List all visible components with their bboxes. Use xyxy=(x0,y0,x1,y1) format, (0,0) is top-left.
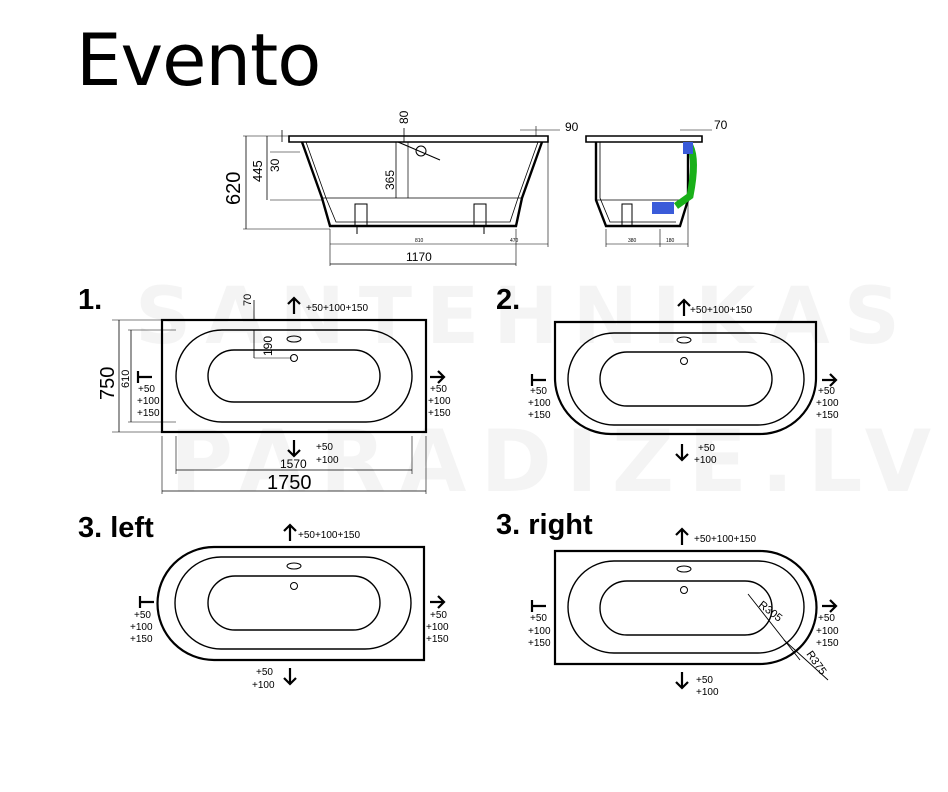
product-title: Evento xyxy=(76,18,321,102)
drain-overflow-pipe xyxy=(673,144,697,209)
v1-right-adj-3: +150 xyxy=(428,408,451,419)
dim-380: 380 xyxy=(628,238,637,244)
v1-dim-70: 70 xyxy=(242,294,254,306)
v1-left-adj-3: +150 xyxy=(137,408,160,419)
v2-right-adj-1: +50 xyxy=(818,386,835,397)
v1-left-adj-2: +100 xyxy=(137,396,160,407)
v2-top-adj: +50+100+150 xyxy=(690,305,752,316)
dim-70-end: 70 xyxy=(714,118,728,132)
v1-bottom-adj-2: +100 xyxy=(316,455,339,466)
v3l-bottom-adj-2: +100 xyxy=(252,680,275,691)
v3l-top-adj: +50+100+150 xyxy=(298,530,360,541)
variant-3-right-label: 3. right xyxy=(496,509,593,541)
v3r-bottom-adj-1: +50 xyxy=(696,675,713,686)
v3r-right-adj-2: +100 xyxy=(816,626,839,637)
v2-bottom-adj-2: +100 xyxy=(694,455,717,466)
v3r-right-adj-1: +50 xyxy=(818,613,835,624)
dim-620: 620 xyxy=(223,172,245,205)
v3l-left-adj-2: +100 xyxy=(130,622,153,633)
v3r-dim-r375: R375 xyxy=(804,649,829,677)
v1-dim-1750: 1750 xyxy=(267,472,312,494)
v3r-bottom-adj-2: +100 xyxy=(696,687,719,698)
v3l-bottom-adj-1: +50 xyxy=(256,667,273,678)
v1-top-adj: +50+100+150 xyxy=(306,303,368,314)
v2-left-adj-3: +150 xyxy=(528,410,551,421)
v3l-left-adj-3: +150 xyxy=(130,634,153,645)
v3r-top-adj: +50+100+150 xyxy=(694,534,756,545)
variant-2-plan: +50+100+150 +50 +100 +150 +50 +100 +150 … xyxy=(528,298,839,466)
v2-bottom-adj-1: +50 xyxy=(698,443,715,454)
dim-80: 80 xyxy=(397,110,411,124)
v3l-right-adj-1: +50 xyxy=(430,610,447,621)
v2-left-adj-2: +100 xyxy=(528,398,551,409)
v2-left-adj-1: +50 xyxy=(530,386,547,397)
dim-30: 30 xyxy=(268,158,282,172)
v3l-right-adj-3: +150 xyxy=(426,634,449,645)
v3l-right-adj-2: +100 xyxy=(426,622,449,633)
dim-1170: 1170 xyxy=(406,250,432,264)
dim-445: 445 xyxy=(250,160,265,182)
v2-right-adj-3: +150 xyxy=(816,410,839,421)
dim-365: 365 xyxy=(383,170,397,190)
variant-1-label: 1. xyxy=(78,284,103,316)
variant-3-left-plan: +50+100+150 +50 +100 +150 +50 +100 +150 … xyxy=(130,523,449,691)
v1-right-adj-2: +100 xyxy=(428,396,451,407)
v1-dim-610: 610 xyxy=(120,370,132,388)
v1-dim-750: 750 xyxy=(97,367,119,400)
v3r-left-adj-1: +50 xyxy=(530,613,547,624)
dim-470: 470 xyxy=(510,238,519,244)
v1-dim-1570: 1570 xyxy=(280,457,307,471)
v3r-left-adj-2: +100 xyxy=(528,626,551,637)
variant-2-label: 2. xyxy=(496,284,521,316)
variant-3-right-plan: +50+100+150 +50 +100 +150 +50 +100 +150 … xyxy=(528,527,839,698)
drain-fitting xyxy=(652,202,674,214)
variant-1-plan: +50+100+150 +50 +100 +150 +50 +100 +150 … xyxy=(97,294,451,494)
v1-left-adj-1: +50 xyxy=(138,384,155,395)
v3l-left-adj-1: +50 xyxy=(134,610,151,621)
v3r-left-adj-3: +150 xyxy=(528,638,551,649)
dim-90: 90 xyxy=(565,120,579,134)
v1-dim-190: 190 xyxy=(261,336,275,356)
v1-bottom-adj-1: +50 xyxy=(316,442,333,453)
variant-3-left-label: 3. left xyxy=(78,512,154,544)
side-elevation-drawing: 620 445 30 80 365 90 1170 810 470 7 xyxy=(223,110,728,266)
dim-180: 180 xyxy=(666,238,675,244)
v1-right-adj-1: +50 xyxy=(430,384,447,395)
dim-810: 810 xyxy=(415,238,424,244)
v3r-dim-r305: R305 xyxy=(756,599,784,625)
v3r-right-adj-3: +150 xyxy=(816,638,839,649)
v2-right-adj-2: +100 xyxy=(816,398,839,409)
overflow-fitting xyxy=(683,142,693,154)
